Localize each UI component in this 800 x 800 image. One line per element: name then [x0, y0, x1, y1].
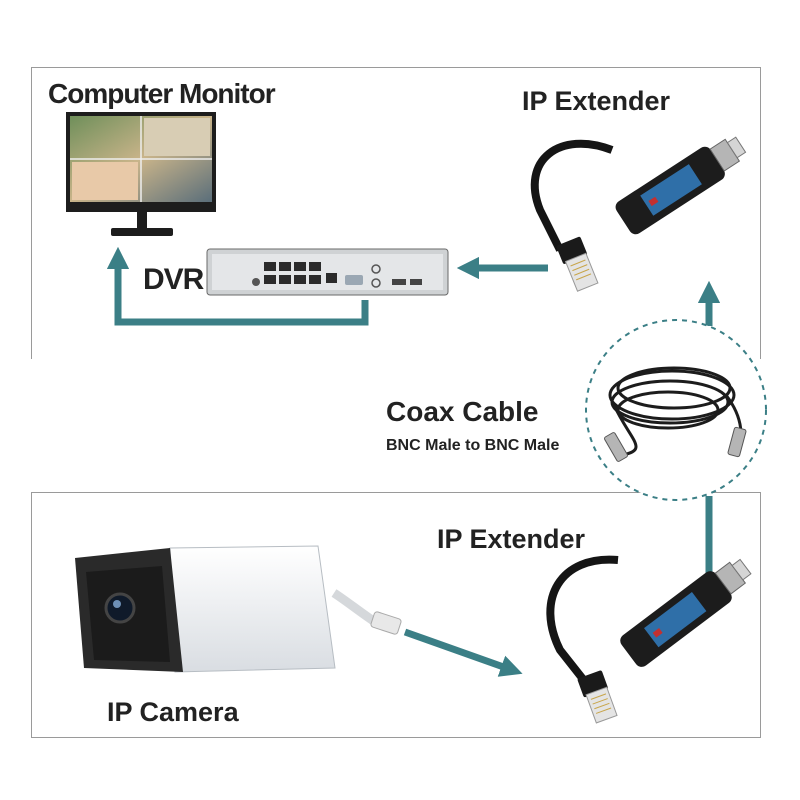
dvr-to-monitor-arrow [106, 246, 369, 326]
ip-camera-label: IP Camera [107, 697, 239, 727]
coax-cable-sublabel: BNC Male to BNC Male [386, 437, 560, 454]
ip-camera-icon [75, 545, 402, 673]
computer-monitor-label: Computer Monitor [48, 78, 276, 109]
coax-cable-label: Coax Cable [386, 396, 539, 427]
camera-to-extender-arrow [403, 628, 523, 677]
dvr-recorder-icon [206, 248, 449, 296]
dvr-label: DVR [143, 263, 204, 296]
computer-monitor-icon [66, 112, 216, 236]
ip-extender-icon [546, 555, 752, 724]
ip-extender-bottom-label: IP Extender [437, 524, 586, 554]
ip-extender-top-label: IP Extender [522, 86, 671, 116]
coax-cable-icon [585, 319, 767, 501]
ip-extender-icon [530, 136, 747, 292]
